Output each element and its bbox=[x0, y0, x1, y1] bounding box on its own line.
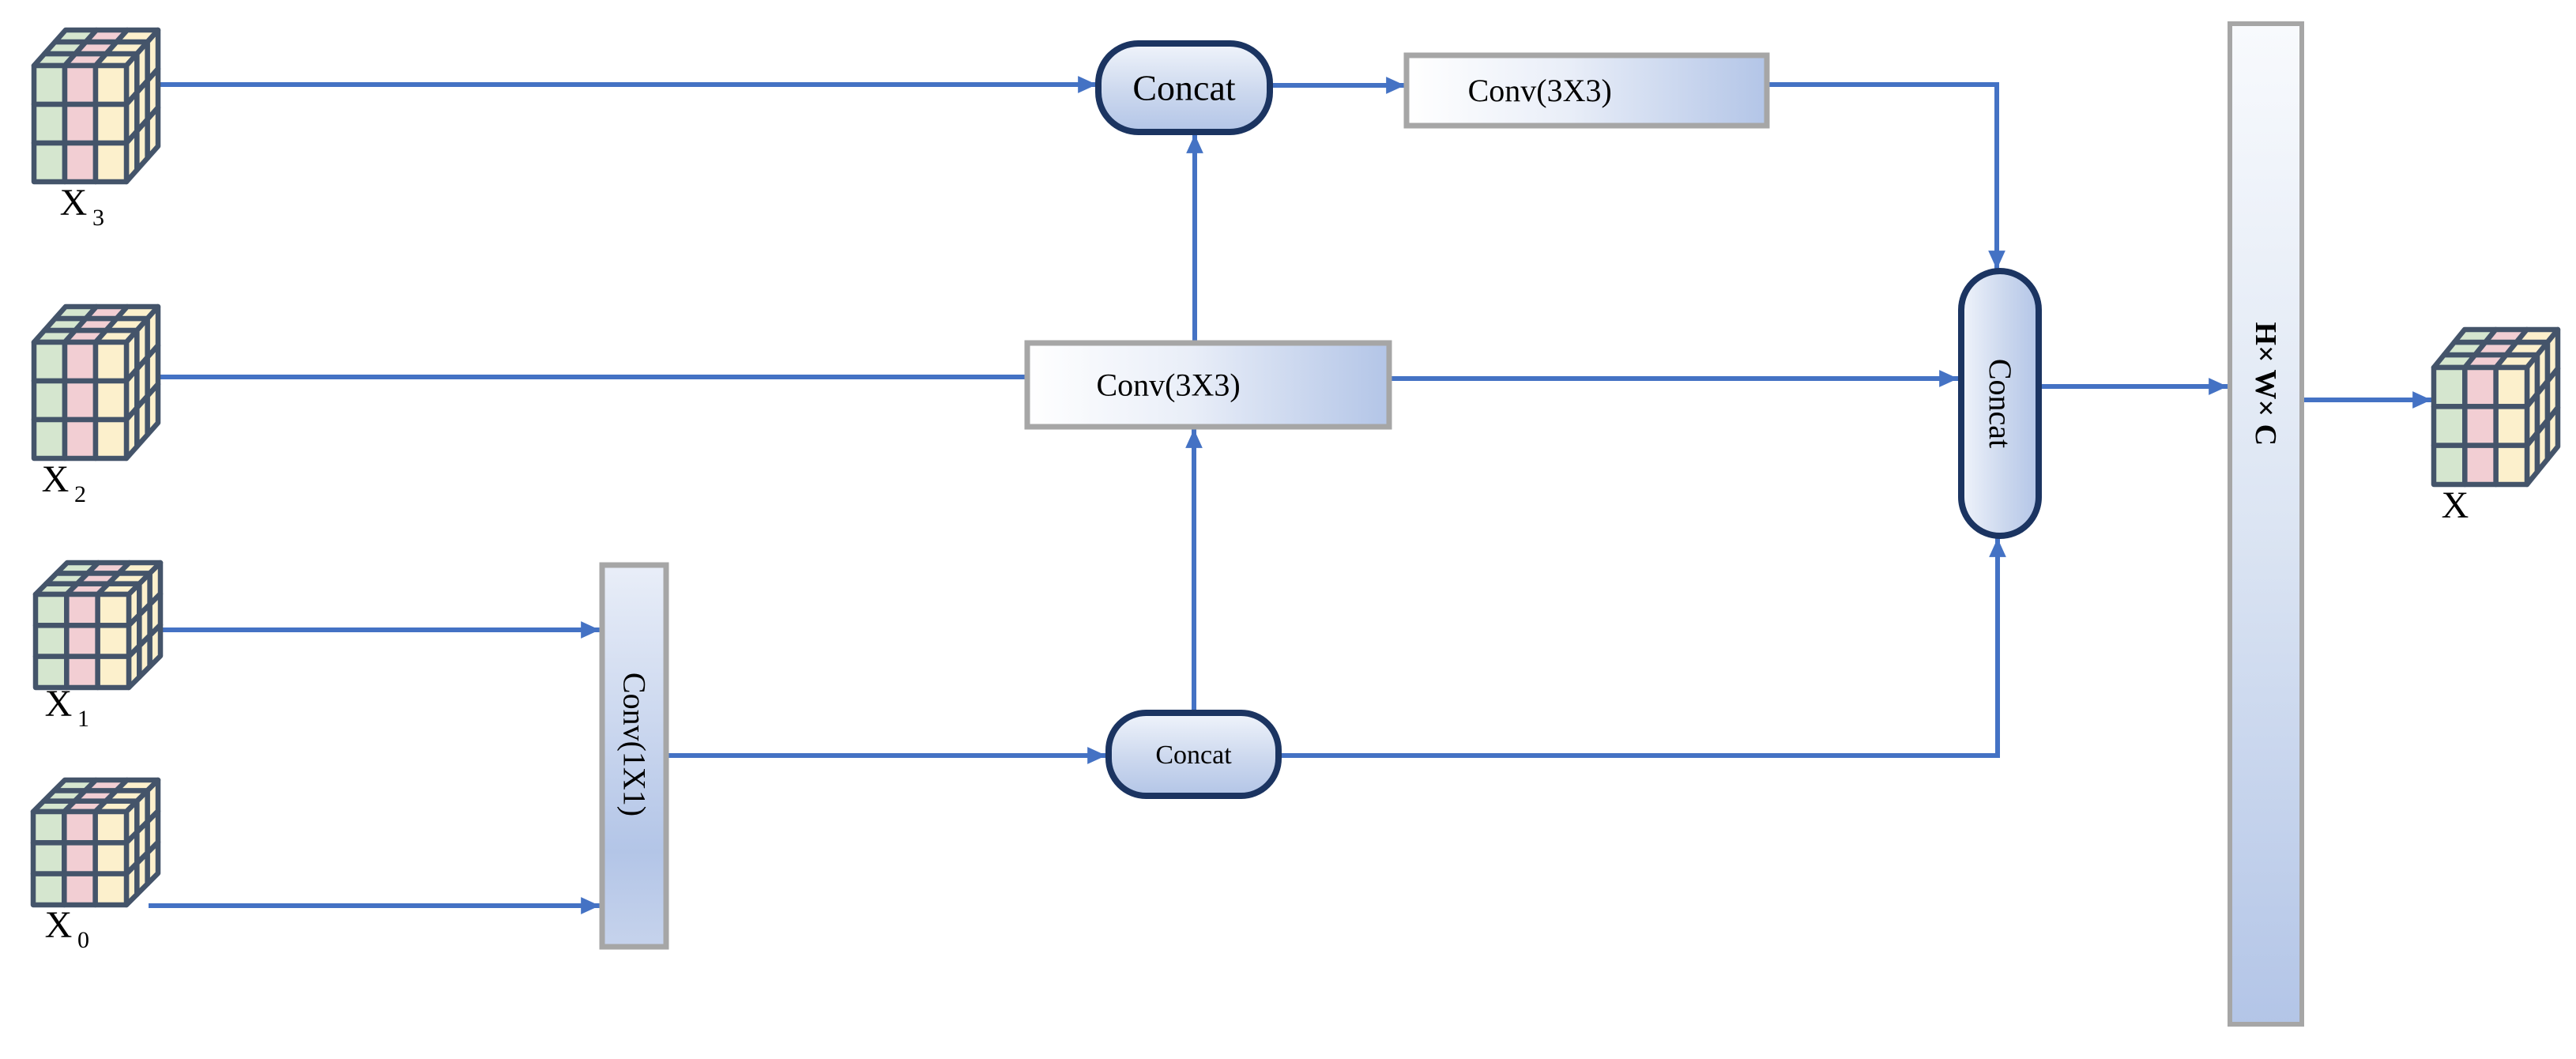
node-shape-concat-right bbox=[1958, 268, 2042, 539]
node-label-conv3x3-mid: Conv(3X3) bbox=[1097, 367, 1241, 403]
node-shape-concat-bottom bbox=[1105, 710, 1282, 799]
node-label-concat-right: Concat bbox=[1983, 359, 2018, 448]
node-label-conv3x3-top: Conv(3X3) bbox=[1468, 73, 1612, 108]
edge-conv3x3-top-to-concat-right bbox=[1767, 82, 2005, 269]
node-hwc-bar: H× W× C bbox=[2228, 21, 2304, 1027]
cube-label-sub-x1: 1 bbox=[77, 706, 89, 732]
tensor-cube-x-out: X bbox=[2431, 326, 2561, 526]
node-shape-conv1x1 bbox=[599, 562, 669, 950]
cube-label-x0: X bbox=[45, 904, 73, 946]
node-label-conv1x1: Conv(1X1) bbox=[616, 673, 652, 816]
node-concat-bottom: Concat bbox=[1105, 710, 1282, 799]
node-conv1x1: Conv(1X1) bbox=[599, 562, 669, 950]
node-concat-top: Concat bbox=[1095, 40, 1273, 135]
cube-label-sub-x2: 2 bbox=[74, 481, 86, 507]
node-shape-hwc-bar bbox=[2228, 21, 2304, 1027]
node-shape-conv3x3-mid bbox=[1024, 340, 1392, 430]
cube-label-x3: X bbox=[60, 182, 88, 224]
node-conv3x3-mid: Conv(3X3) bbox=[1024, 340, 1392, 430]
node-shape-conv3x3-top bbox=[1403, 52, 1770, 129]
node-concat-right: Concat bbox=[1958, 268, 2042, 539]
cube-label-x1: X bbox=[45, 683, 73, 725]
cube-label-sub-x3: 3 bbox=[92, 205, 104, 231]
cube-label-sub-x0: 0 bbox=[77, 927, 89, 953]
cube-label-x2: X bbox=[42, 458, 70, 500]
edge-concat-bottom-to-concat-right bbox=[1279, 538, 2006, 758]
node-conv3x3-top: Conv(3X3) bbox=[1403, 52, 1770, 129]
node-label-concat-top: Concat bbox=[1132, 68, 1236, 108]
cube-label-x-out: X bbox=[2442, 484, 2469, 526]
node-shape-concat-top bbox=[1095, 40, 1273, 135]
node-label-concat-bottom: Concat bbox=[1155, 741, 1232, 770]
node-label-hwc-bar: H× W× C bbox=[2249, 322, 2282, 446]
